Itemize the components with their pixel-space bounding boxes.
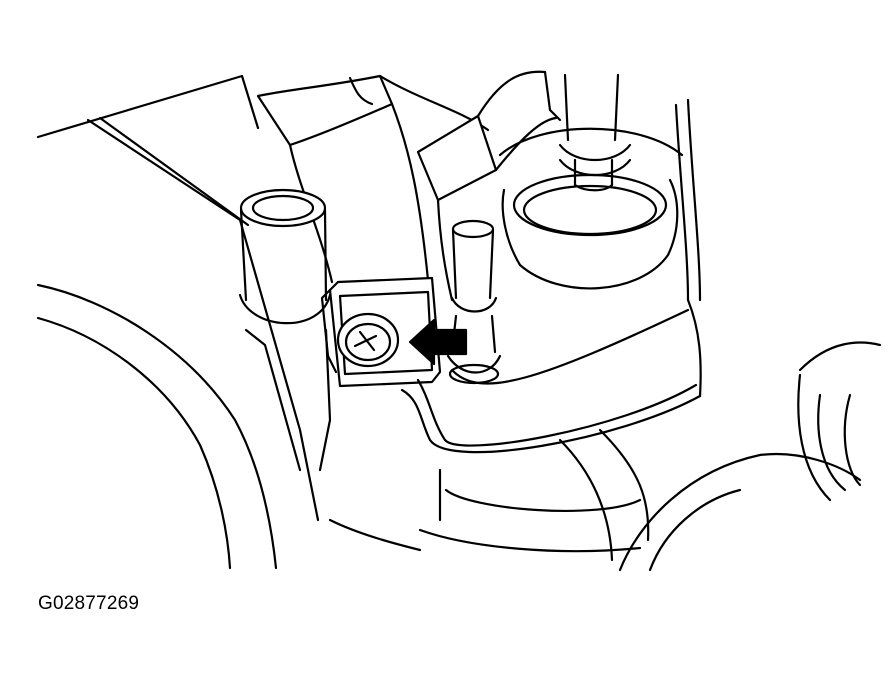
- figure-id-label: G02877269: [38, 593, 140, 614]
- reservoir-hose: [558, 73, 632, 192]
- round-housing: [618, 341, 882, 572]
- pipe-fitting-left: [238, 188, 332, 472]
- body-panel: [36, 74, 320, 570]
- lower-tray: [328, 298, 702, 562]
- arrow-left-icon: [408, 318, 468, 366]
- upper-hose-right: [416, 70, 558, 302]
- pipe-fitting-center: [446, 219, 502, 385]
- bolt-icon: [336, 312, 400, 368]
- reservoir: [498, 70, 702, 302]
- component-illustration: [36, 70, 882, 572]
